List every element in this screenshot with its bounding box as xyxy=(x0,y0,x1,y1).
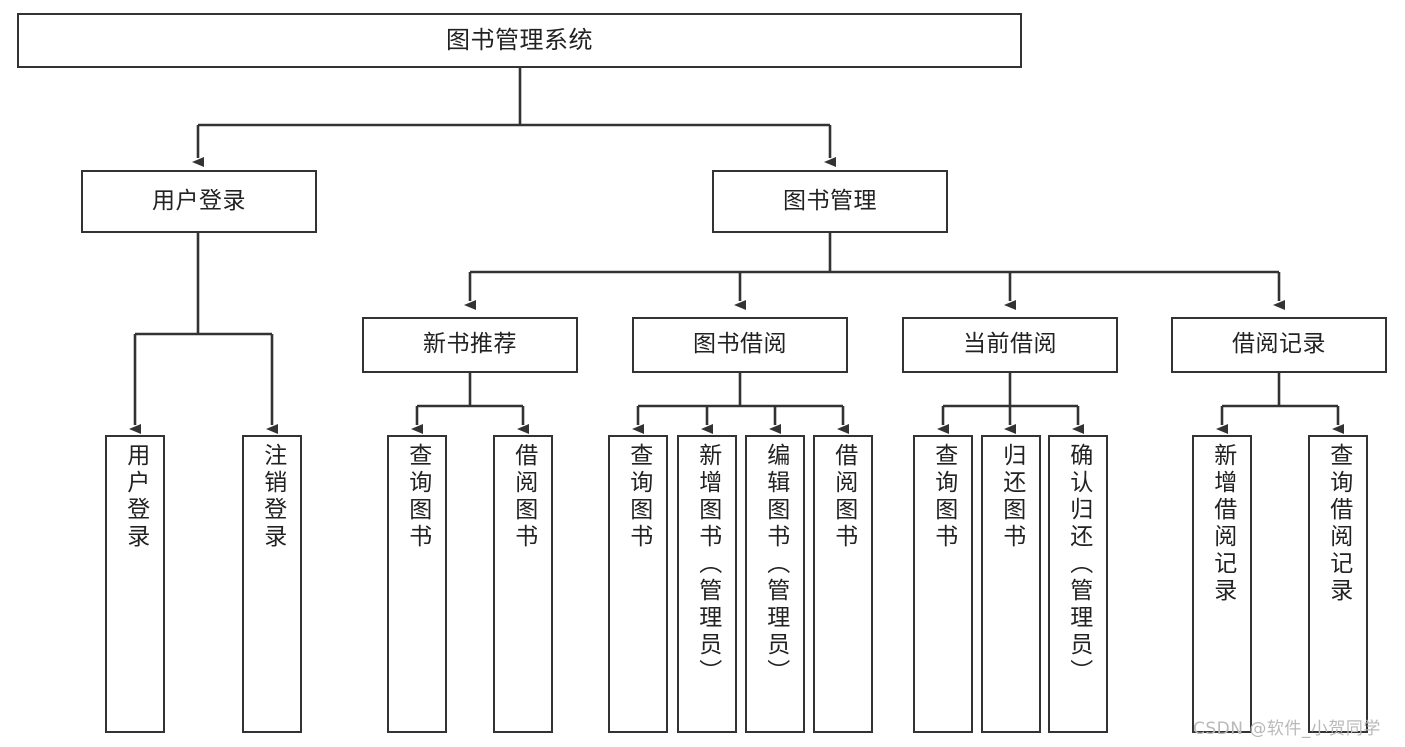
node-book-borrow[interactable]: 图书借阅 xyxy=(632,317,848,373)
leaf-current-return-book[interactable]: 归还图书 xyxy=(981,435,1041,733)
leaf-current-query-book[interactable]: 查询图书 xyxy=(913,435,973,733)
node-label: 查询借阅记录 xyxy=(1325,443,1352,605)
node-current-borrow[interactable]: 当前借阅 xyxy=(902,317,1118,373)
node-new-book-recommend[interactable]: 新书推荐 xyxy=(362,317,578,373)
leaf-record-query-record[interactable]: 查询借阅记录 xyxy=(1308,435,1368,733)
leaf-record-add-record[interactable]: 新增借阅记录 xyxy=(1192,435,1252,733)
node-label: 图书管理系统 xyxy=(446,26,593,55)
node-label: 借阅记录 xyxy=(1232,331,1326,358)
node-label: 借阅图书 xyxy=(830,443,857,551)
leaf-borrow-borrow-book[interactable]: 借阅图书 xyxy=(813,435,873,733)
node-label: 用户登录 xyxy=(122,443,149,551)
node-root-system[interactable]: 图书管理系统 xyxy=(17,13,1022,68)
node-user-login[interactable]: 用户登录 xyxy=(81,170,317,233)
node-label: 归还图书 xyxy=(998,443,1025,551)
leaf-logout-login[interactable]: 注销登录 xyxy=(242,435,302,733)
node-label: 查询图书 xyxy=(930,443,957,551)
node-label: 当前借阅 xyxy=(963,331,1057,358)
leaf-newbook-borrow-book[interactable]: 借阅图书 xyxy=(493,435,553,733)
leaf-borrow-add-book[interactable]: 新增图书（管理员） xyxy=(677,435,737,733)
leaf-current-confirm-return[interactable]: 确认归还（管理员） xyxy=(1048,435,1108,733)
node-label: 新增借阅记录 xyxy=(1209,443,1236,605)
node-label: 新增图书（管理员） xyxy=(694,443,721,686)
leaf-newbook-query-book[interactable]: 查询图书 xyxy=(387,435,447,733)
node-label: 借阅图书 xyxy=(510,443,537,551)
node-label: 查询图书 xyxy=(625,443,652,551)
node-label: 编辑图书（管理员） xyxy=(762,443,789,686)
node-label: 新书推荐 xyxy=(423,331,517,358)
node-label: 用户登录 xyxy=(152,187,246,214)
watermark-text: CSDN @软件_小贺同学 xyxy=(1193,719,1381,739)
node-label: 查询图书 xyxy=(404,443,431,551)
leaf-borrow-query-book[interactable]: 查询图书 xyxy=(608,435,668,733)
node-label: 图书借阅 xyxy=(693,331,787,358)
leaf-user-login[interactable]: 用户登录 xyxy=(105,435,165,733)
node-label: 图书管理 xyxy=(783,187,877,214)
node-book-management[interactable]: 图书管理 xyxy=(712,170,948,233)
node-label: 注销登录 xyxy=(259,443,286,551)
leaf-borrow-edit-book[interactable]: 编辑图书（管理员） xyxy=(745,435,805,733)
node-borrow-record[interactable]: 借阅记录 xyxy=(1171,317,1387,373)
node-label: 确认归还（管理员） xyxy=(1065,443,1092,686)
